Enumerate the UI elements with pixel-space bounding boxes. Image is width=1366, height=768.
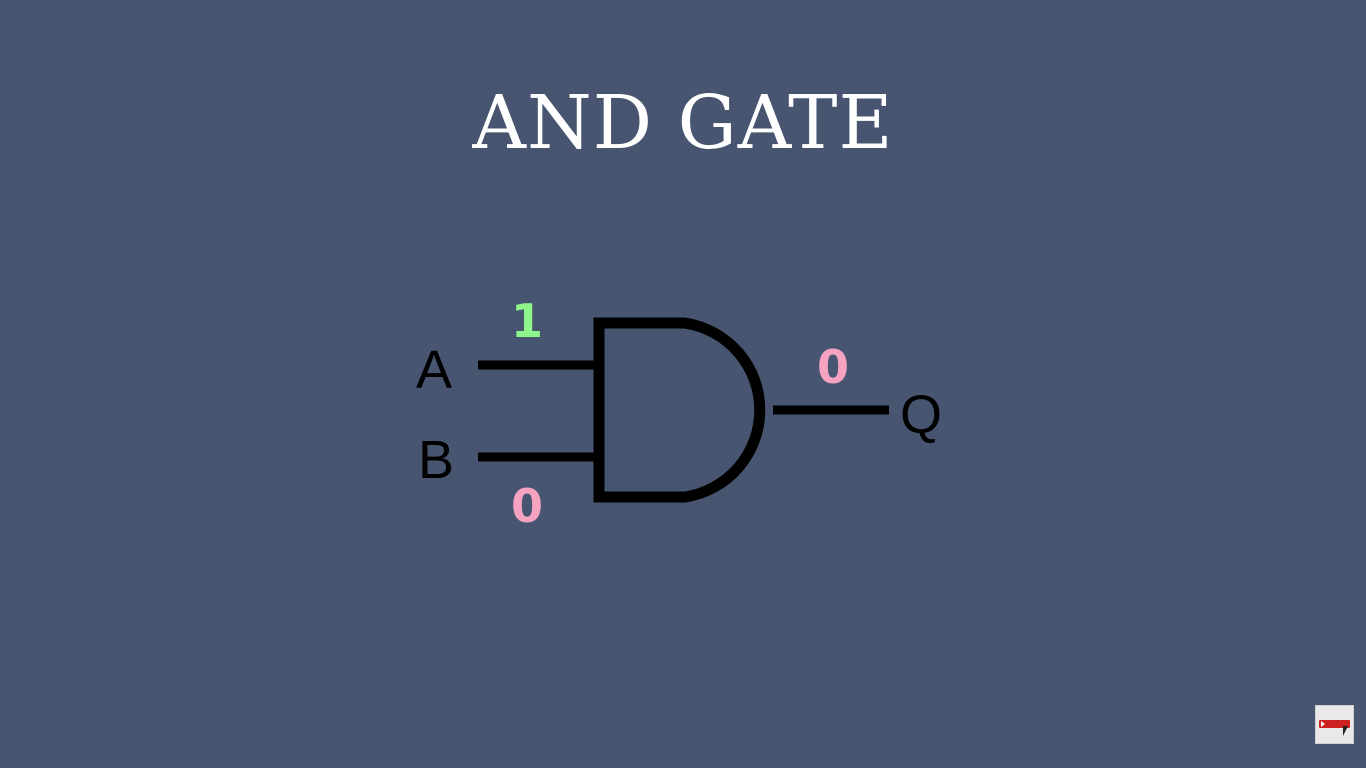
cursor-icon — [1343, 726, 1348, 736]
output-q-value: 0 — [817, 340, 849, 394]
play-icon — [1321, 721, 1325, 727]
input-b-label: B — [418, 430, 454, 490]
input-a-value: 1 — [511, 294, 543, 348]
and-gate-symbol — [593, 317, 766, 503]
page-title: AND GATE — [472, 80, 894, 166]
output-q-label: Q — [900, 385, 942, 445]
input-b-value: 0 — [511, 479, 543, 533]
subscribe-bar — [1319, 720, 1350, 728]
subscribe-icon[interactable] — [1315, 705, 1354, 744]
input-a-label: A — [416, 340, 452, 400]
